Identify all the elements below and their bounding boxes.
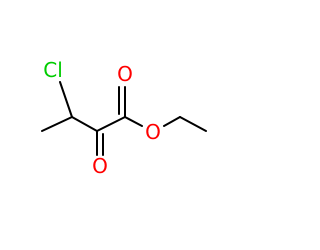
carbonyl-oxygen-label: O (117, 62, 133, 86)
ketone-oxygen-label: O (92, 154, 108, 178)
bond-ch2-ch3 (179, 116, 207, 132)
bond-c1-ester-o (124, 116, 143, 127)
bond-ester-o-ch2 (163, 116, 181, 127)
chlorine-label: Cl (43, 58, 63, 82)
ester-oxygen-label: O (145, 120, 161, 144)
structure-diagram: Cl O O O (41, 58, 207, 178)
bond-c3-cl (59, 81, 73, 118)
bond-c2-c1 (96, 116, 126, 132)
bond-c3-c2 (71, 116, 98, 132)
bond-methyl-c3 (41, 116, 73, 132)
